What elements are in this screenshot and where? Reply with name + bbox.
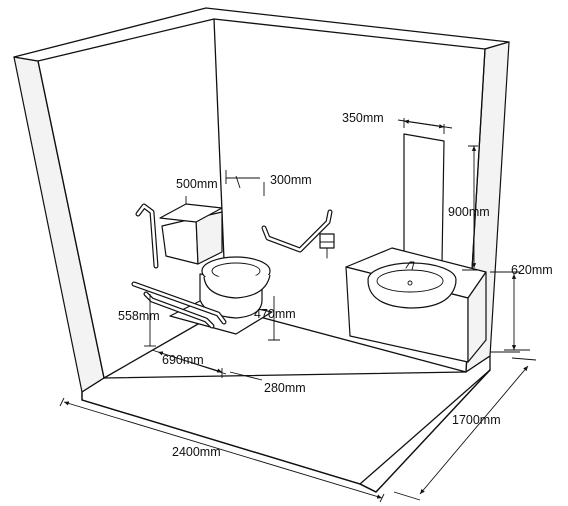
vanity-side — [467, 271, 487, 363]
mirror — [403, 133, 445, 263]
wall-grab-bar — [261, 209, 333, 253]
toilet-grab-rails — [131, 203, 227, 329]
label-690: 690mm — [162, 353, 204, 367]
toilet-tank-lid — [159, 203, 223, 223]
label-1700: 1700mm — [452, 413, 501, 427]
label-300: 300mm — [270, 173, 312, 187]
label-2400: 2400mm — [172, 445, 221, 459]
back-wall-top — [13, 7, 510, 62]
left-wall-thickness — [13, 56, 105, 393]
toilet-paper-holder — [319, 233, 335, 259]
dimension-labels: 350mm 500mm 300mm 900mm 620mm 558mm 470m… — [118, 111, 553, 459]
vanity-unit — [345, 247, 487, 363]
dimension-lines — [59, 118, 537, 503]
toilet-tank-front — [161, 217, 199, 265]
label-620: 620mm — [511, 263, 553, 277]
label-280: 280mm — [264, 381, 306, 395]
label-558: 558mm — [118, 309, 160, 323]
label-350: 350mm — [342, 111, 384, 125]
label-470: 470mm — [254, 307, 296, 321]
label-500: 500mm — [176, 177, 218, 191]
label-900: 900mm — [448, 205, 490, 219]
toilet-tank-side — [195, 211, 223, 265]
